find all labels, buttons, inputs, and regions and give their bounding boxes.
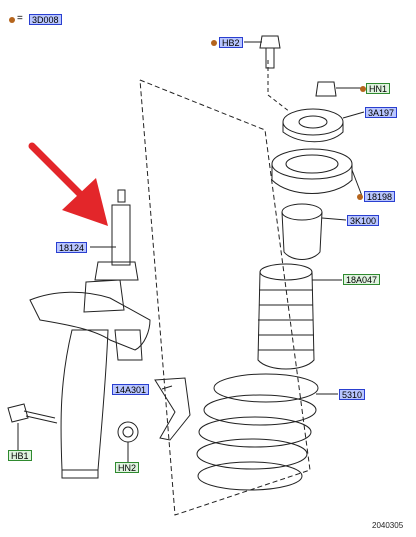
callout-3k100[interactable]: 3K100 xyxy=(347,215,380,226)
callout-5310[interactable]: 5310 xyxy=(339,389,366,400)
leader-3a197 xyxy=(342,111,365,119)
marker-dot-hb2 xyxy=(211,40,217,46)
callout-hn2[interactable]: HN2 xyxy=(115,462,140,473)
assembly-outline xyxy=(139,79,311,516)
legend-equals-sign: = xyxy=(17,13,23,24)
coil-spring xyxy=(196,373,319,491)
marker-dot-hn1 xyxy=(360,86,366,92)
nut-hn2 xyxy=(117,421,139,443)
top-mount xyxy=(282,108,344,143)
callout-3a197[interactable]: 3A197 xyxy=(365,107,398,118)
strut-bearing xyxy=(271,148,353,194)
callout-14a301[interactable]: 14A301 xyxy=(112,384,150,395)
strut-damper xyxy=(29,189,151,479)
callout-18198[interactable]: 18198 xyxy=(364,191,396,202)
marker-dot-18198 xyxy=(357,194,363,200)
callout-18124[interactable]: 18124 xyxy=(56,242,88,253)
nut-hn1 xyxy=(315,81,337,97)
callout-hn1[interactable]: HN1 xyxy=(366,83,391,94)
callout-18a047[interactable]: 18A047 xyxy=(343,274,381,285)
bump-stop xyxy=(281,203,323,260)
bolt-hb1 xyxy=(7,403,58,424)
callout-hb1[interactable]: HB1 xyxy=(8,450,32,461)
legend-code-tag[interactable]: 3D008 xyxy=(29,14,62,25)
dust-boot xyxy=(257,263,315,370)
red-arrow xyxy=(28,142,108,226)
leader-3k100 xyxy=(321,217,347,221)
legend-marker-dot xyxy=(9,17,15,23)
leader-14a301 xyxy=(161,385,173,390)
axis-line xyxy=(267,60,291,113)
brake-hose-bracket xyxy=(154,377,191,441)
callout-hb2[interactable]: HB2 xyxy=(219,37,243,48)
bolt-hb2 xyxy=(259,35,281,69)
drawing-number: 2040305 xyxy=(372,521,404,530)
leader-18198 xyxy=(351,169,363,197)
